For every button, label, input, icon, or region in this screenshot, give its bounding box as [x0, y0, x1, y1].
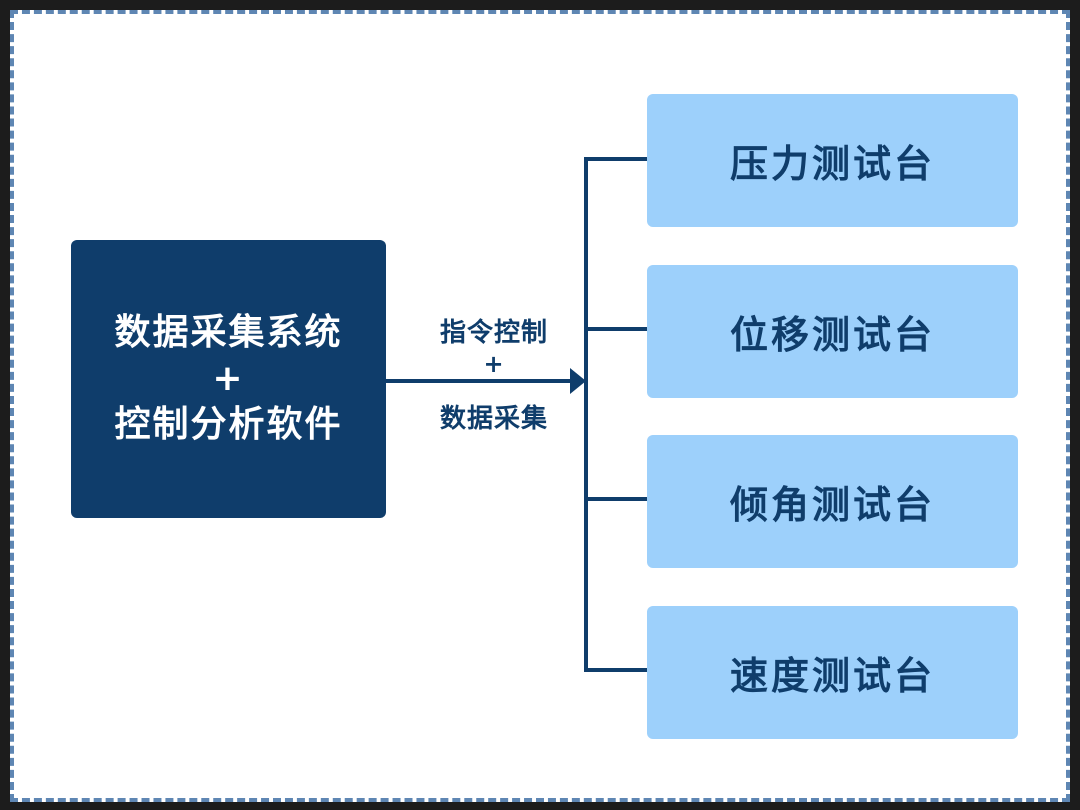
system-subtitle: 控制分析软件 — [114, 403, 343, 445]
station-displacement: 位移测试台 — [647, 265, 1018, 398]
arrow-label-command: 指令控制 — [439, 318, 548, 348]
station-pressure: 压力测试台 — [647, 94, 1018, 227]
system-title: 数据采集系统 — [114, 312, 343, 354]
diagram-canvas: 数据采集系统 + 控制分析软件 指令控制 + 数据采集 压力测试台 位移测试台 … — [10, 10, 1070, 802]
arrow-label-plus: + — [483, 350, 505, 378]
connector-lines — [386, 157, 647, 672]
main-arrow-head — [570, 368, 586, 394]
system-plus: + — [212, 358, 245, 400]
system-box: 数据采集系统 + 控制分析软件 — [71, 240, 386, 518]
arrow-label-acquisition: 数据采集 — [439, 404, 548, 434]
station-speed: 速度测试台 — [647, 606, 1018, 739]
station-inclination: 倾角测试台 — [647, 435, 1018, 568]
